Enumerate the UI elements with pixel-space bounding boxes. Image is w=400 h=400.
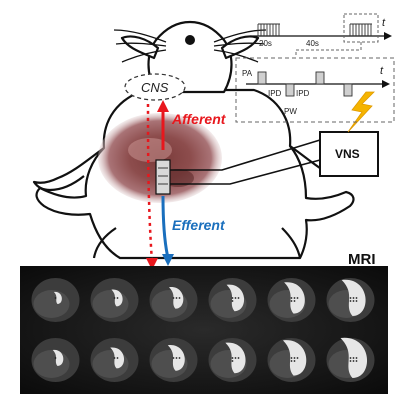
mri-slice — [267, 278, 316, 322]
mri-slice — [326, 278, 375, 322]
mri-slice — [149, 338, 198, 382]
whiskers — [113, 29, 267, 63]
mri-slice — [31, 338, 80, 382]
mri-slice — [31, 278, 80, 322]
mri-slice — [267, 338, 316, 382]
mri-label: MRI — [348, 251, 376, 268]
stimulation-train-plot — [250, 13, 392, 56]
interphase-delay-2-label: IPD — [296, 89, 310, 98]
pulse-width-label: PW — [284, 107, 297, 116]
nerve-cuff-electrode — [155, 159, 171, 195]
time-axis-bottom-label: t — [380, 65, 384, 77]
vns-label: VNS — [335, 147, 360, 161]
mri-slice — [208, 278, 257, 322]
cns-label: CNS — [141, 80, 169, 95]
efferent-label: Efferent — [172, 217, 225, 233]
nose — [185, 35, 195, 45]
mri-slice — [326, 337, 375, 382]
mri-slice — [90, 278, 139, 322]
lead-wire-1 — [170, 139, 321, 171]
mri-slice — [149, 278, 198, 322]
mri-slice — [90, 338, 139, 382]
mri-slice — [208, 338, 257, 382]
interphase-delay-1-label: IPD — [268, 89, 282, 98]
time-axis-top-label: t — [382, 17, 386, 29]
vns-stimulator-box — [319, 131, 379, 177]
lightning-icon — [347, 91, 375, 133]
afferent-label: Afferent — [172, 111, 226, 127]
pulse-amplitude-label: PA — [242, 69, 253, 78]
pulse-detail-plot — [235, 57, 395, 123]
lead-wire-2 — [170, 159, 321, 185]
afferent-dotted-path — [146, 103, 154, 263]
cns-region — [124, 73, 186, 101]
off-duration-label: 40s — [306, 39, 319, 48]
on-duration-label: 20s — [259, 39, 272, 48]
mri-image-grid — [20, 266, 388, 394]
